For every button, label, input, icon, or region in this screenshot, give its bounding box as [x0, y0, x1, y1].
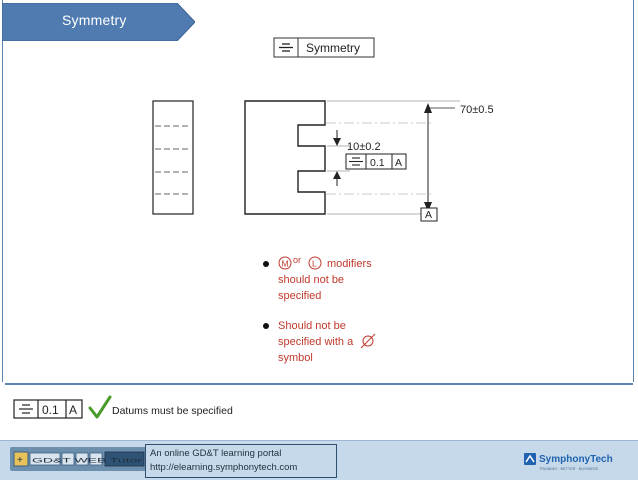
svg-text:L: L: [312, 259, 317, 269]
symphonytech-mark-icon: [524, 453, 536, 465]
side-view: [152, 100, 194, 215]
content-separator: [5, 383, 633, 385]
front-view-part: [244, 100, 460, 215]
overall-dimension: 70±0.5: [424, 103, 494, 212]
fcf-datum: A: [395, 157, 402, 169]
bullet-dot: [263, 261, 269, 267]
gdt-web-tutor-logo-text: GD&T WEB Tutor: [32, 459, 142, 465]
slide-title: Symmetry: [62, 12, 127, 28]
bullet-dot: [263, 323, 269, 329]
feature-control-frame: 0.1 A: [345, 153, 407, 170]
symmetry-symbol-icon: [279, 43, 293, 52]
svg-text:M: M: [282, 259, 289, 269]
check-icon: [88, 395, 112, 419]
bottom-datum: A: [69, 403, 77, 417]
datum-message: Datums must be specified: [112, 405, 233, 417]
diameter-icon: [360, 333, 376, 349]
gdt-web-tutor-logo: + GD&T WEB Tutor: [10, 447, 148, 471]
slide-frame-left: [2, 0, 3, 382]
portal-tagline: An online GD&T learning portal: [150, 448, 282, 459]
symmetry-callout-label: Symmetry: [306, 41, 360, 55]
bottom-tolerance: 0.1: [42, 403, 59, 417]
symphonytech-tagline: TRAINING · BETTER · BUSINESS: [539, 467, 599, 471]
l-modifier-icon: L: [308, 256, 322, 270]
slide-frame-right: [633, 0, 634, 382]
portal-url[interactable]: http://elearning.symphonytech.com: [150, 462, 298, 473]
symphonytech-logo: SymphonyTech TRAINING · BETTER · BUSINES…: [524, 453, 613, 471]
m-modifier-icon: M: [278, 256, 292, 270]
slot-dimension: 10±0.2: [333, 130, 381, 186]
bullet2-line3: symbol: [278, 352, 313, 364]
datum-label: A: [425, 209, 432, 221]
title-banner: [2, 3, 195, 41]
symmetry-callout: Symmetry: [273, 37, 375, 58]
bullet1-or: or: [293, 255, 301, 265]
portal-info-box: An online GD&T learning portal http://el…: [145, 444, 337, 478]
bullet1-line3: specified: [278, 290, 321, 302]
datum-feature-symbol: A: [420, 207, 438, 222]
symmetry-symbol-icon: [19, 404, 33, 414]
notes: M or L modifiers should not be specified…: [263, 255, 376, 364]
bottom-example: 0.1 A Datums must be specified: [13, 395, 233, 419]
fcf-tolerance: 0.1: [370, 157, 385, 169]
overall-dimension-value: 70±0.5: [460, 104, 494, 116]
svg-text:+: +: [17, 455, 23, 466]
technical-drawing: Symmetry 70±0.5: [13, 37, 494, 419]
symphonytech-name: SymphonyTech: [539, 454, 613, 465]
bullet1-line2: should not be: [278, 274, 344, 286]
symmetry-symbol-icon: [349, 157, 363, 166]
bullet2-line2: specified with a: [278, 336, 354, 348]
bullet1-line1: modifiers: [327, 258, 372, 270]
bullet2-line1: Should not be: [278, 320, 346, 332]
slot-dimension-value: 10±0.2: [347, 141, 381, 153]
